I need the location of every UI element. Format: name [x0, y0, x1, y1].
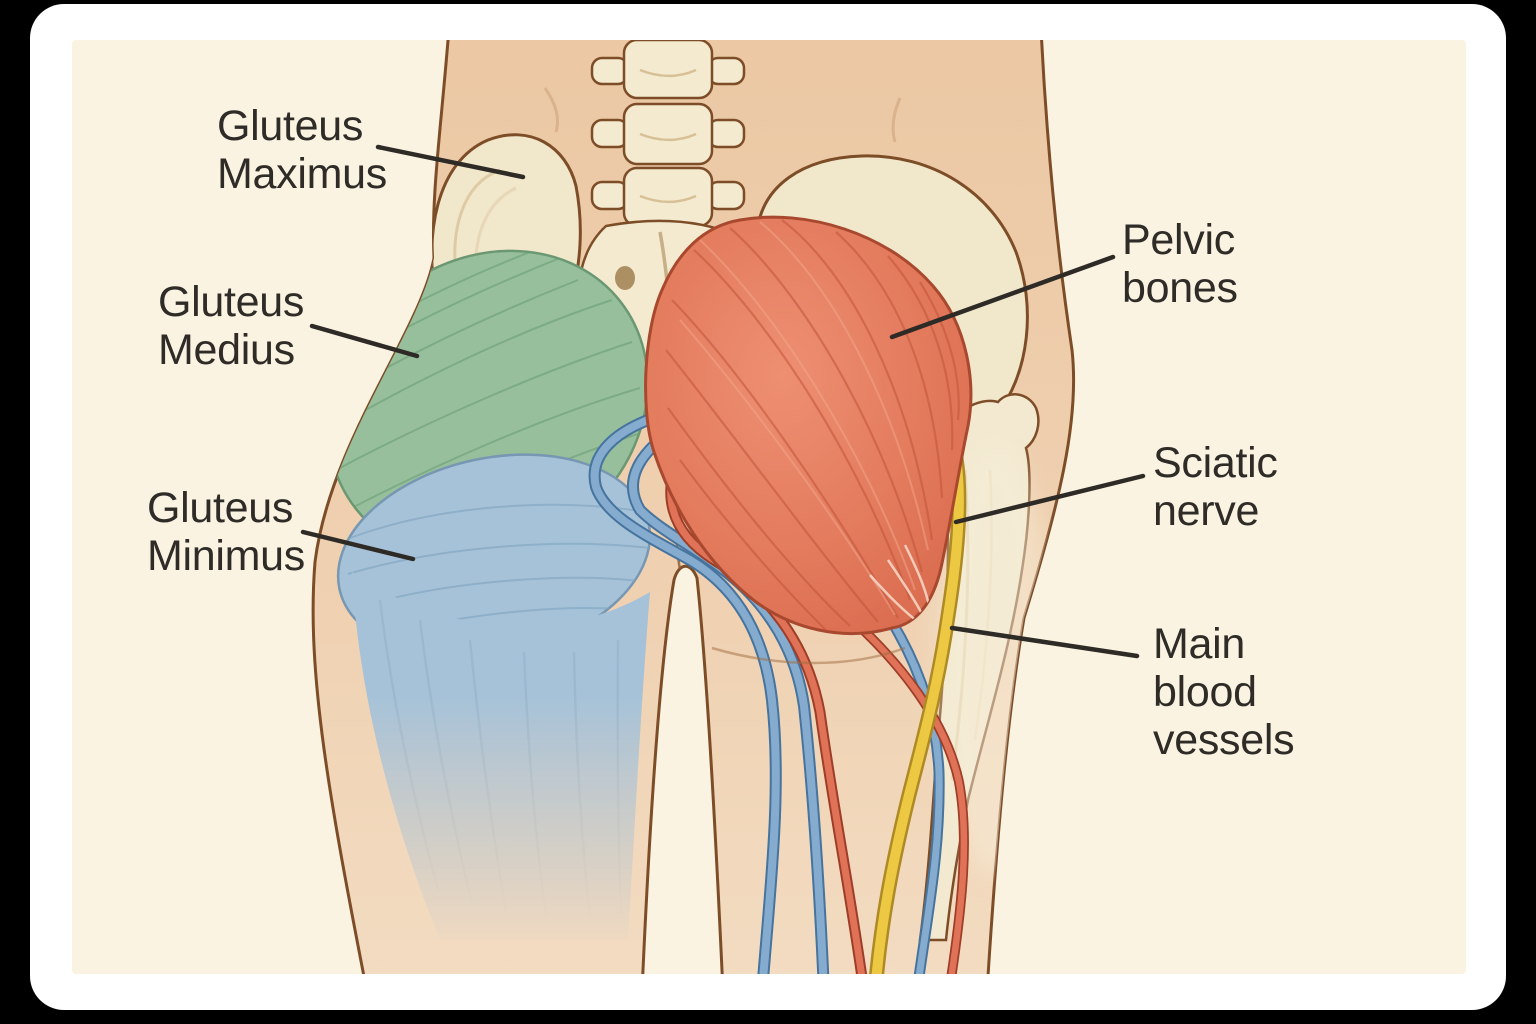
leader-line-sciatic-nerve	[953, 473, 1146, 525]
label-pelvic-bones: Pelvic bones	[1122, 216, 1238, 313]
leader-line-gluteus-maximus	[375, 144, 526, 180]
gluteal-fold-line	[711, 646, 906, 665]
label-gluteus-maximus: Gluteus Maximus	[217, 102, 387, 199]
label-sciatic-nerve: Sciatic nerve	[1153, 439, 1278, 536]
leader-lines	[300, 144, 1146, 659]
label-gluteus-minimus: Gluteus Minimus	[147, 484, 305, 581]
label-main-blood-vessels: Main blood vessels	[1153, 620, 1295, 765]
leader-line-gluteus-minimus	[300, 529, 416, 562]
leader-line-pelvic-bones	[889, 254, 1116, 340]
lumbar-spine	[590, 40, 746, 228]
label-gluteus-medius: Gluteus Medius	[158, 278, 305, 375]
illustration-canvas: Gluteus Maximus Gluteus Medius Gluteus M…	[72, 40, 1466, 974]
gluteus-minimus-muscle	[317, 426, 671, 940]
leader-line-main-blood-vessels	[949, 625, 1140, 659]
thigh-muscle-fade	[352, 572, 650, 940]
anatomy-illustration	[300, 40, 1146, 974]
body-silhouette	[311, 40, 1076, 974]
illustration-card: Gluteus Maximus Gluteus Medius Gluteus M…	[30, 4, 1506, 1010]
leader-line-gluteus-medius	[309, 323, 420, 359]
gluteus-maximus-muscle	[644, 215, 973, 636]
